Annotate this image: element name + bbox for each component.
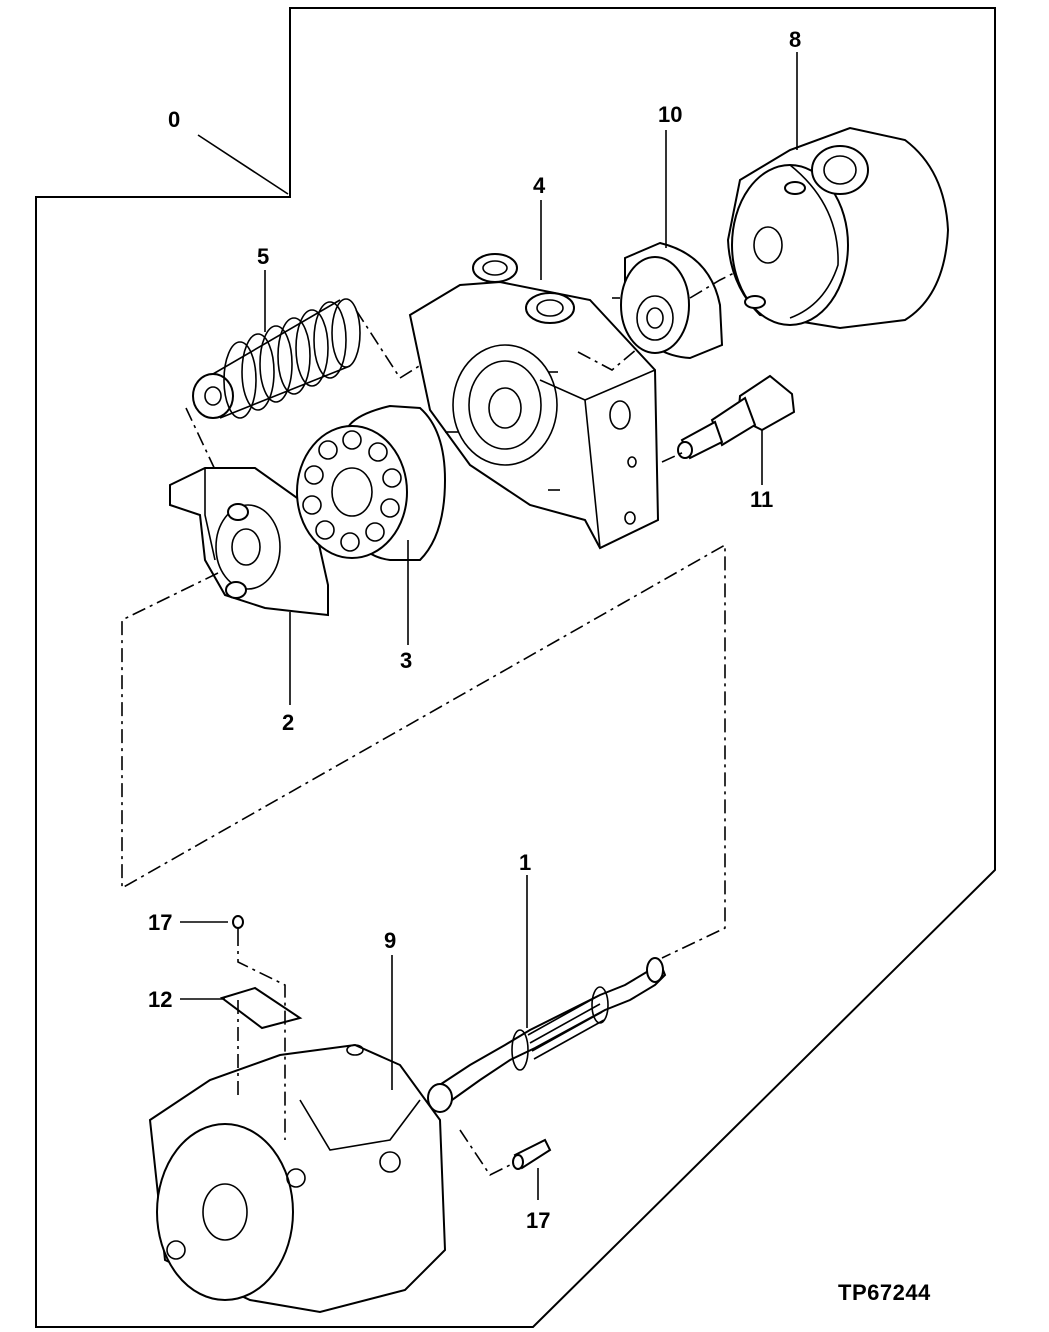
- port-plate-part-9: [612, 241, 724, 360]
- reference-code: TP67244: [838, 1280, 931, 1305]
- callout-12: 17: [148, 910, 172, 935]
- cylinder-block-part-3: [296, 404, 447, 561]
- axis-line-4: [577, 337, 651, 371]
- callout-0: 0: [168, 107, 180, 132]
- callout-11: 12: [148, 987, 172, 1012]
- callout-5: 5: [257, 244, 269, 269]
- charge-pump-part-7: [726, 126, 950, 330]
- assembly-boundary: [35, 7, 996, 1328]
- fitting-part-17: [512, 1138, 552, 1170]
- callout-7: 8: [789, 27, 801, 52]
- callout-9: 10: [658, 102, 682, 127]
- leader-0: [197, 134, 289, 195]
- callout-10: 11: [750, 487, 773, 512]
- callout-1: 1: [519, 850, 531, 875]
- swash-plate-part-2: [169, 467, 329, 617]
- drive-shaft-part-1: [427, 957, 667, 1113]
- spring-assembly-part-5: [192, 298, 361, 419]
- assembly-axis-outline: [121, 543, 726, 959]
- plate-part-11: [219, 986, 303, 1030]
- callout-17: 17: [526, 1208, 550, 1233]
- relief-valve-part-10: [677, 374, 796, 460]
- callout-2: 2: [282, 710, 294, 735]
- callout-4: 4: [533, 173, 546, 198]
- callout-8: 9: [384, 928, 396, 953]
- callout-3: 3: [400, 648, 412, 673]
- pump-housing-part-8: [148, 1043, 447, 1314]
- valve-housing-part-4: [408, 253, 660, 550]
- screw-part-12: [232, 915, 244, 932]
